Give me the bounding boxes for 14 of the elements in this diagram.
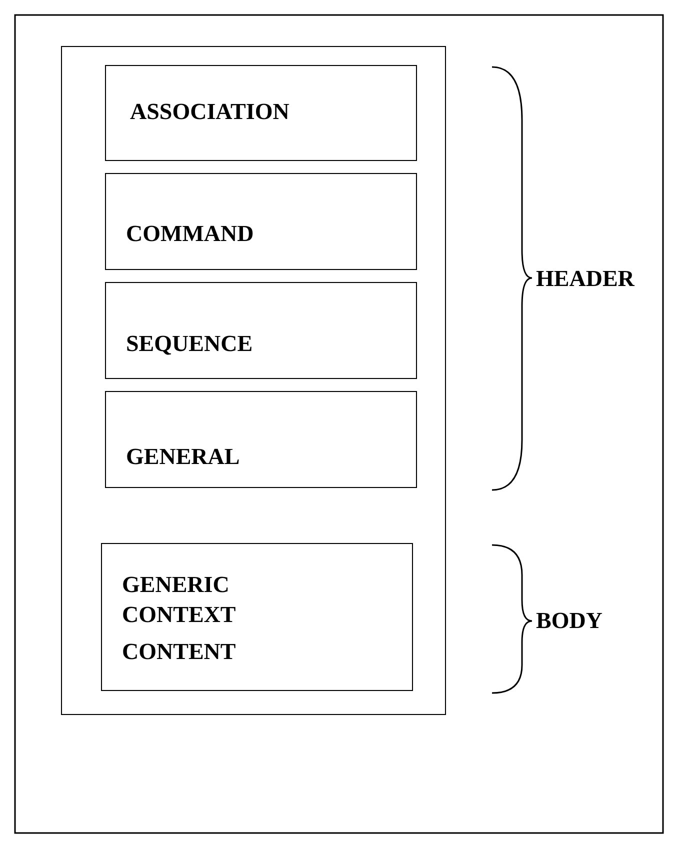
brace-label: HEADER (536, 266, 634, 292)
section-label: GENERIC CONTEXT (122, 571, 237, 629)
section-label: COMMAND (126, 220, 255, 248)
section-box (105, 391, 417, 488)
section-box (105, 173, 417, 270)
section-label: CONTENT (122, 638, 237, 666)
section-box (101, 543, 413, 691)
section-box (105, 282, 417, 379)
section-label: SEQUENCE (126, 330, 254, 358)
section-label: GENERAL (126, 443, 241, 471)
section-box (105, 65, 417, 161)
brace-label: BODY (536, 608, 602, 634)
outer-box (60, 46, 446, 714)
section-label: ASSOCIATION (130, 98, 290, 126)
